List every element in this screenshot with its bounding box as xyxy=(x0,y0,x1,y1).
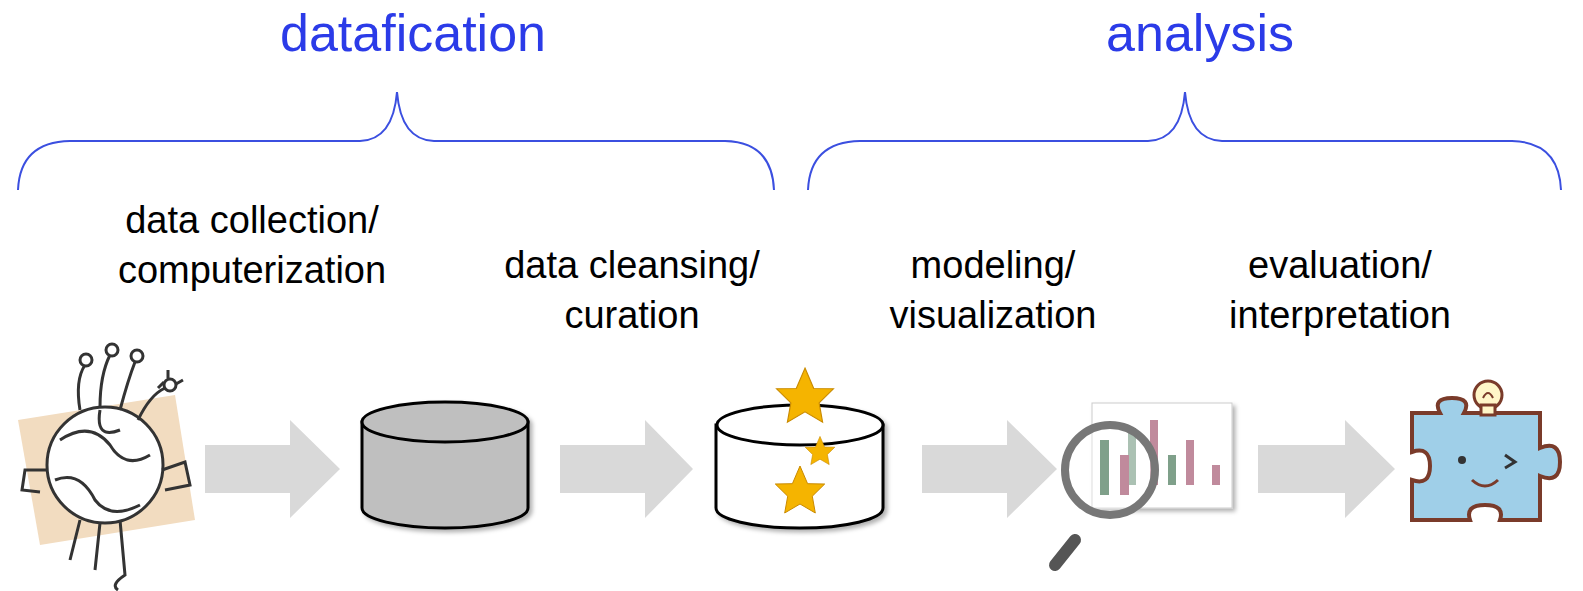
raw-database-cylinder xyxy=(362,402,528,528)
chart-magnifier-icon xyxy=(1055,403,1232,565)
section-heading: analysis xyxy=(950,2,1450,64)
stage-label: modeling/ visualization xyxy=(843,240,1143,340)
bracket xyxy=(808,92,1561,190)
section-heading: datafication xyxy=(163,2,663,64)
puzzle-idea-icon xyxy=(1412,381,1560,520)
stage-label: evaluation/ interpretation xyxy=(1190,240,1490,340)
stage-label: data collection/ computerization xyxy=(118,195,386,295)
stage-label: data cleansing/ curation xyxy=(467,240,797,340)
bracket xyxy=(18,92,774,190)
curated-database-cylinder xyxy=(716,368,883,528)
world-globe-icon xyxy=(18,344,195,590)
